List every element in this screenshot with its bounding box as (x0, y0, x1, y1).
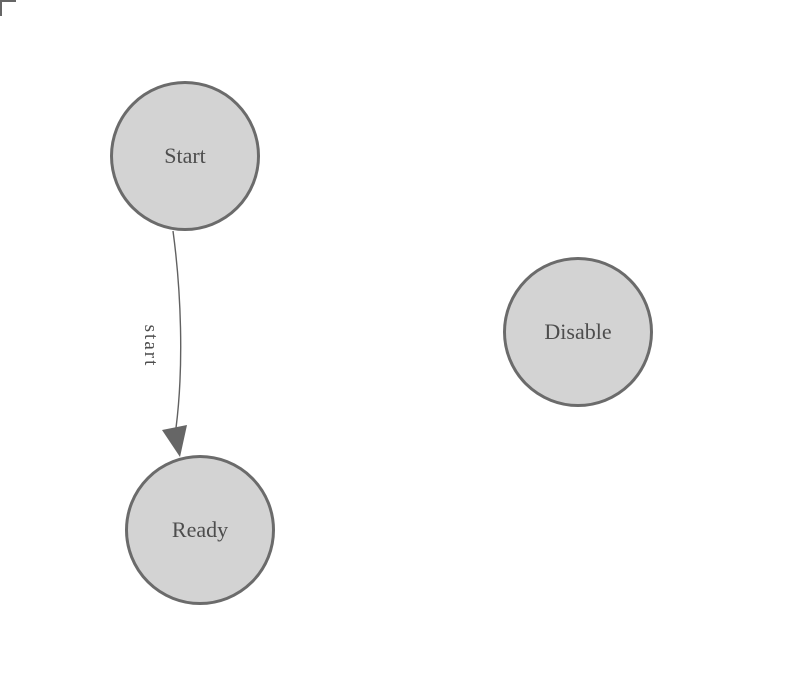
node-disable-label: Disable (544, 319, 612, 344)
node-ready[interactable]: Ready (125, 455, 275, 605)
edge-label-start[interactable]: start (140, 324, 161, 368)
node-ready-label: Ready (171, 517, 229, 542)
canvas-corner-mark-icon (0, 0, 16, 16)
node-start[interactable]: Start (110, 81, 260, 231)
edge-start-to-ready-line[interactable] (172, 230, 182, 429)
arrowhead-icon (162, 425, 187, 457)
node-start-label: Start (164, 143, 206, 168)
node-disable[interactable]: Disable (503, 257, 653, 407)
